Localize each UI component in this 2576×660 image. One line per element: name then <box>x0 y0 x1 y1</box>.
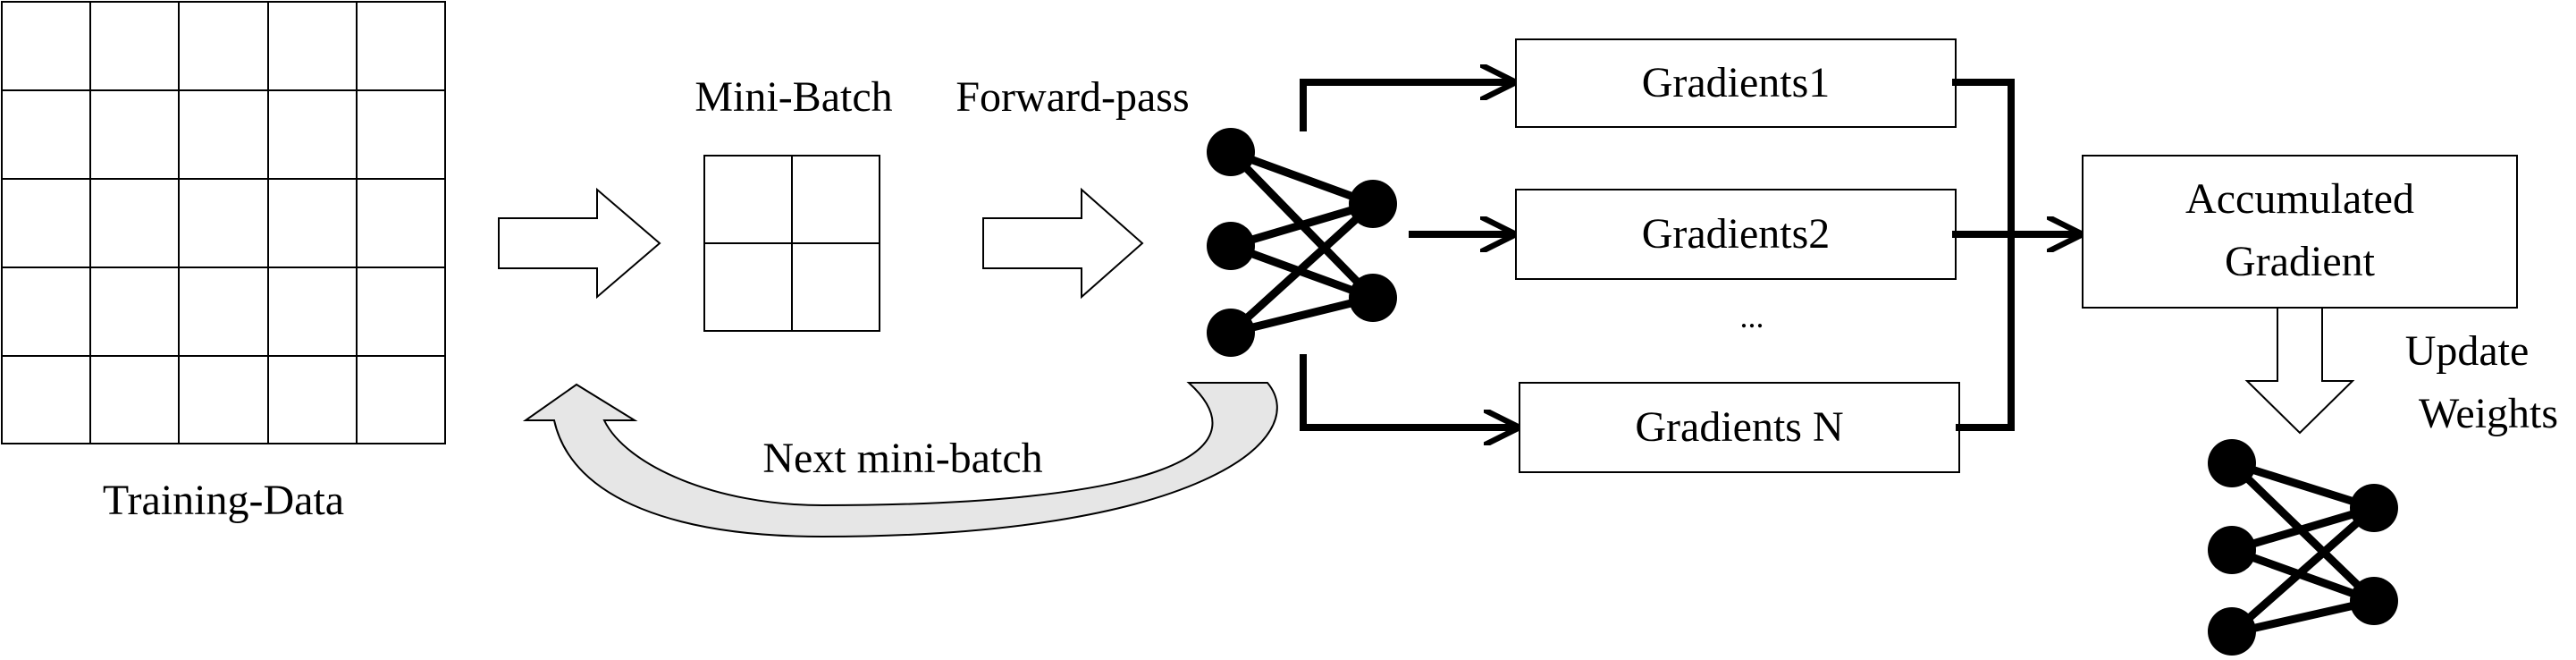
connector-from-gradients1 <box>1952 79 2015 238</box>
mini-batch-label: Mini-Batch <box>695 73 892 121</box>
gradient-ellipsis: ... <box>1740 299 1764 334</box>
gradient-label-2: Gradients2 <box>1642 210 1831 258</box>
connector-to-gradients1 <box>1300 82 1509 131</box>
gradient-box-2: Gradients2 <box>1515 189 1957 280</box>
gradient-box-n: Gradients N <box>1519 382 1960 473</box>
training-data-grid <box>1 1 446 444</box>
next-mini-batch-label: Next mini-batch <box>762 435 1042 482</box>
update-weights-line2: Weights <box>2419 390 2558 437</box>
accumulated-gradient-line2: Gradient <box>2225 238 2376 285</box>
next-mini-batch-loop-arrow <box>522 382 1278 538</box>
connector-to-gradients-n <box>1300 354 1512 427</box>
accumulated-gradient-line1: Accumulated <box>2185 175 2414 223</box>
training-data-label: Training-Data <box>103 477 344 524</box>
hollow-arrow-to-network <box>982 187 1144 300</box>
update-weights-line1: Update <box>2405 327 2530 375</box>
forward-pass-label: Forward-pass <box>955 73 1189 121</box>
hollow-down-arrow-update <box>2244 307 2355 435</box>
updated-neural-network-icon <box>2208 439 2398 656</box>
gradient-label-n: Gradients N <box>1635 403 1843 451</box>
connector-from-gradients-n <box>1956 231 2015 431</box>
neural-network-icon <box>1207 128 1397 357</box>
hollow-arrow-to-minibatch <box>498 187 661 300</box>
gradient-label-1: Gradients1 <box>1642 59 1831 106</box>
mini-batch-grid <box>703 155 880 332</box>
accumulated-gradient-box: Accumulated Gradient <box>2082 155 2518 309</box>
gradient-box-1: Gradients1 <box>1515 38 1957 128</box>
